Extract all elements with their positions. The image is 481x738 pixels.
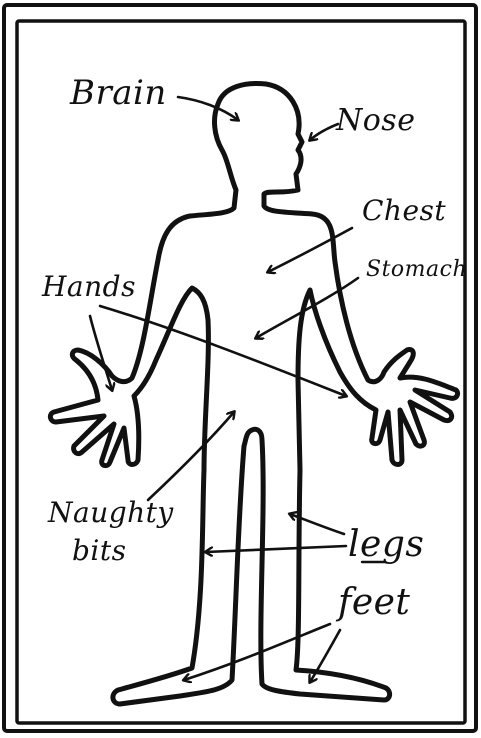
arrows — [90, 97, 358, 682]
arrow-hands-right — [100, 306, 346, 396]
label-nose: Nose — [335, 103, 415, 138]
label-feet: feet — [335, 582, 410, 623]
arrow-legs-left — [206, 546, 346, 552]
label-legs: legs — [348, 524, 424, 565]
arrow-chest — [268, 228, 352, 272]
arrow-naughty-bits — [148, 412, 234, 500]
arrow-brain — [178, 97, 238, 120]
label-bits: bits — [72, 534, 127, 567]
label-hands: Hands — [41, 270, 136, 303]
label-stomach: Stomach — [366, 257, 467, 282]
label-chest: Chest — [362, 194, 446, 227]
label-brain: Brain — [69, 73, 167, 113]
arrow-nose — [310, 124, 338, 140]
label-naughty: Naughty — [47, 496, 174, 529]
